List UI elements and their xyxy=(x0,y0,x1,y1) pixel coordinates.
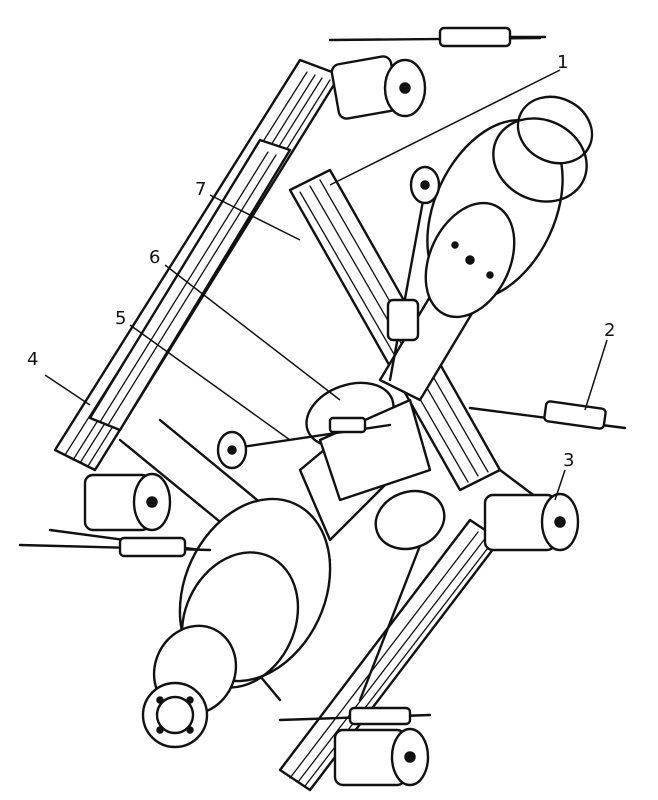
torque-rod-left xyxy=(18,536,212,558)
leader-lines xyxy=(44,69,608,501)
torque-rod-right xyxy=(468,400,627,430)
upper-link xyxy=(386,165,441,382)
callout-4: 4 xyxy=(27,349,38,370)
callout-7: 7 xyxy=(195,179,206,200)
callout-6: 6 xyxy=(149,247,160,268)
bushing-right xyxy=(483,492,580,552)
callout-3: 3 xyxy=(563,450,574,471)
callout-5: 5 xyxy=(115,308,126,329)
center-bracket xyxy=(305,381,446,551)
callout-1: 1 xyxy=(557,52,568,73)
bushing-left xyxy=(83,472,172,532)
bushing-top xyxy=(330,55,427,120)
left-leaf-spring xyxy=(53,58,342,472)
torque-rod-bottom xyxy=(278,706,432,726)
torque-rod-top xyxy=(328,26,547,48)
bushing-bottom xyxy=(333,727,430,787)
link-rod xyxy=(216,416,392,470)
upper-axle-housing xyxy=(378,95,594,402)
callout-2: 2 xyxy=(604,320,615,341)
callout-labels: 1 2 3 4 5 6 7 xyxy=(27,52,615,471)
